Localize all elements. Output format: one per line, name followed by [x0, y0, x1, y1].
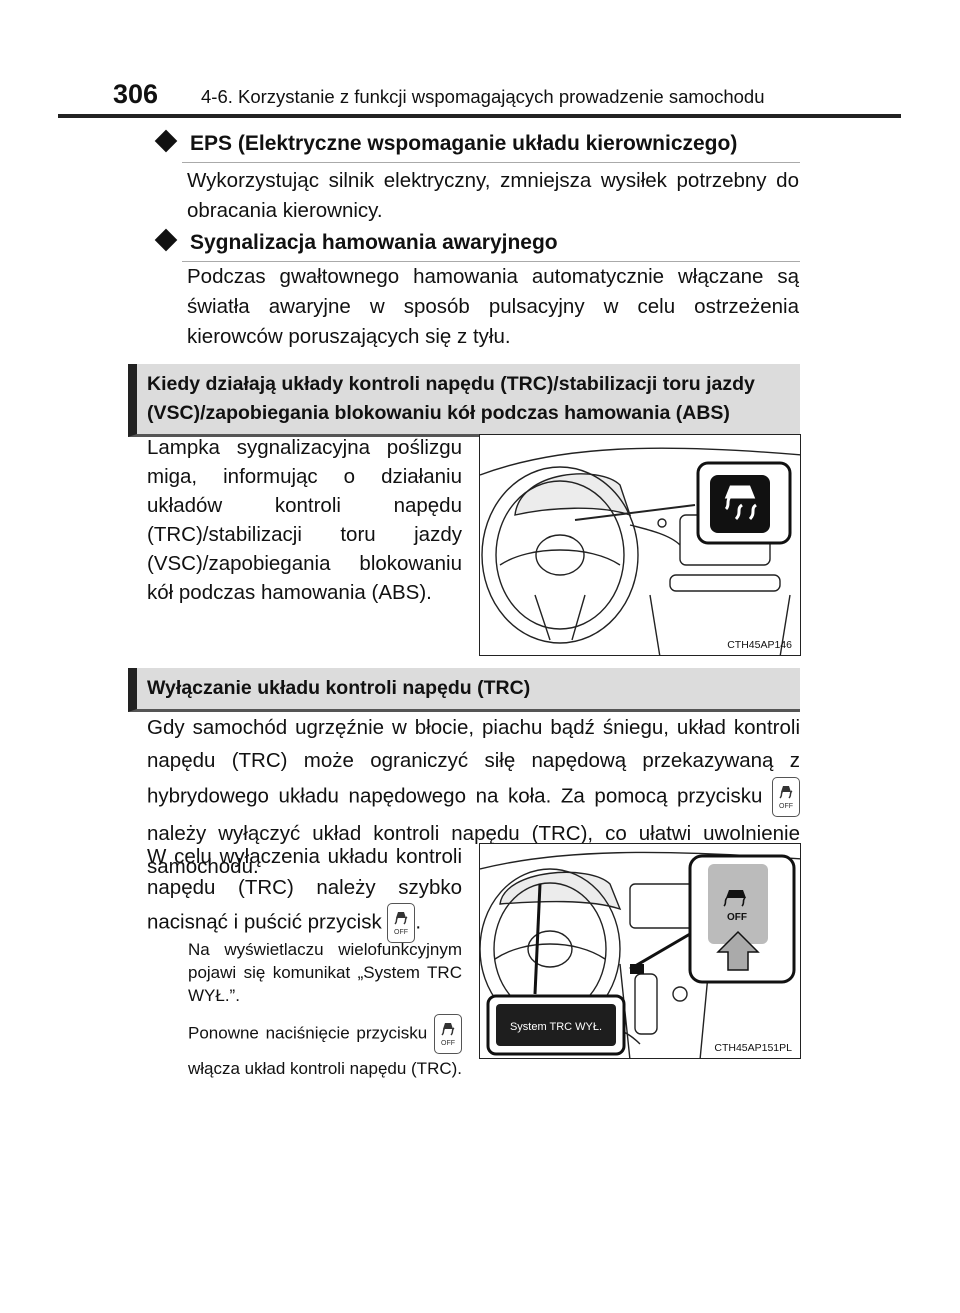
figure-code: CTH45AP146 — [727, 639, 792, 651]
note-press-again: Ponowne naciśnięcie przycisku OFF włącza… — [188, 1014, 462, 1084]
header-rule — [58, 114, 901, 118]
page-number: 306 — [113, 79, 159, 109]
disable-text: Gdy samochód ugrzęźnie w błocie, piachu … — [147, 711, 800, 883]
emergency-heading: Sygnalizacja hamowania awaryjnego — [154, 228, 558, 255]
figure-trc-off: OFF System TRC WYŁ. CTH45AP151PL — [479, 843, 801, 1059]
active-text: Lampka sygnalizacyjna poślizgu miga, inf… — [147, 436, 462, 604]
trc-off-button-icon: OFF — [433, 1014, 462, 1054]
instruction-text-a: W celu wyłączenia układu kontroli napędu… — [147, 845, 462, 934]
instruction-text: W celu wyłączenia układu kontroli napędu… — [147, 841, 462, 943]
figure-code: CTH45AP151PL — [714, 1042, 792, 1054]
note-press-again-b: włącza układ kontroli napędu (TRC). — [188, 1059, 463, 1078]
section-banner-disable: Wyłączanie układu kontroli napędu (TRC) — [128, 668, 800, 712]
emergency-text: Podczas gwałtownego hamowania automatycz… — [187, 265, 799, 348]
note-press-again-a: Ponowne naciśnięcie przycisku — [188, 1023, 428, 1043]
figure-slip-indicator: CTH45AP146 — [479, 434, 801, 656]
disable-text-b: należy wyłączyć układ kontroli napędu (T… — [147, 822, 800, 878]
eps-heading: EPS (Elektryczne wspomaganie układu kier… — [154, 129, 738, 156]
svg-text:OFF: OFF — [441, 1040, 455, 1047]
emergency-heading-text: Sygnalizacja hamowania awaryjnego — [190, 231, 558, 254]
disable-text-a: Gdy samochód ugrzęźnie w błocie, piachu … — [147, 716, 800, 808]
svg-text:System TRC WYŁ.: System TRC WYŁ. — [510, 1021, 602, 1033]
emergency-rule — [182, 261, 800, 262]
svg-text:OFF: OFF — [779, 803, 793, 810]
running-title: 4-6. Korzystanie z funkcji wspomagającyc… — [201, 86, 765, 107]
note-display-message: Na wyświetlaczu wielofunkcyjnym pojawi s… — [188, 940, 462, 1005]
eps-text: Wykorzystując silnik elektryczny, zmniej… — [187, 169, 799, 222]
trc-off-button-icon: OFF — [772, 777, 800, 817]
section-banner-active: Kiedy działają układy kontroli napędu (T… — [128, 364, 800, 437]
eps-heading-text: EPS (Elektryczne wspomaganie układu kier… — [190, 132, 738, 155]
dashboard-illustration — [480, 447, 800, 655]
svg-text:OFF: OFF — [727, 912, 747, 923]
eps-rule — [182, 162, 800, 163]
diamond-bullet-icon — [154, 129, 178, 153]
diamond-bullet-icon — [154, 228, 178, 252]
svg-text:OFF: OFF — [394, 929, 408, 936]
dashboard-trc-illustration: OFF System TRC WYŁ. — [480, 851, 800, 1058]
instruction-text-b: . — [415, 910, 422, 934]
trc-off-button-icon: OFF — [387, 903, 416, 943]
